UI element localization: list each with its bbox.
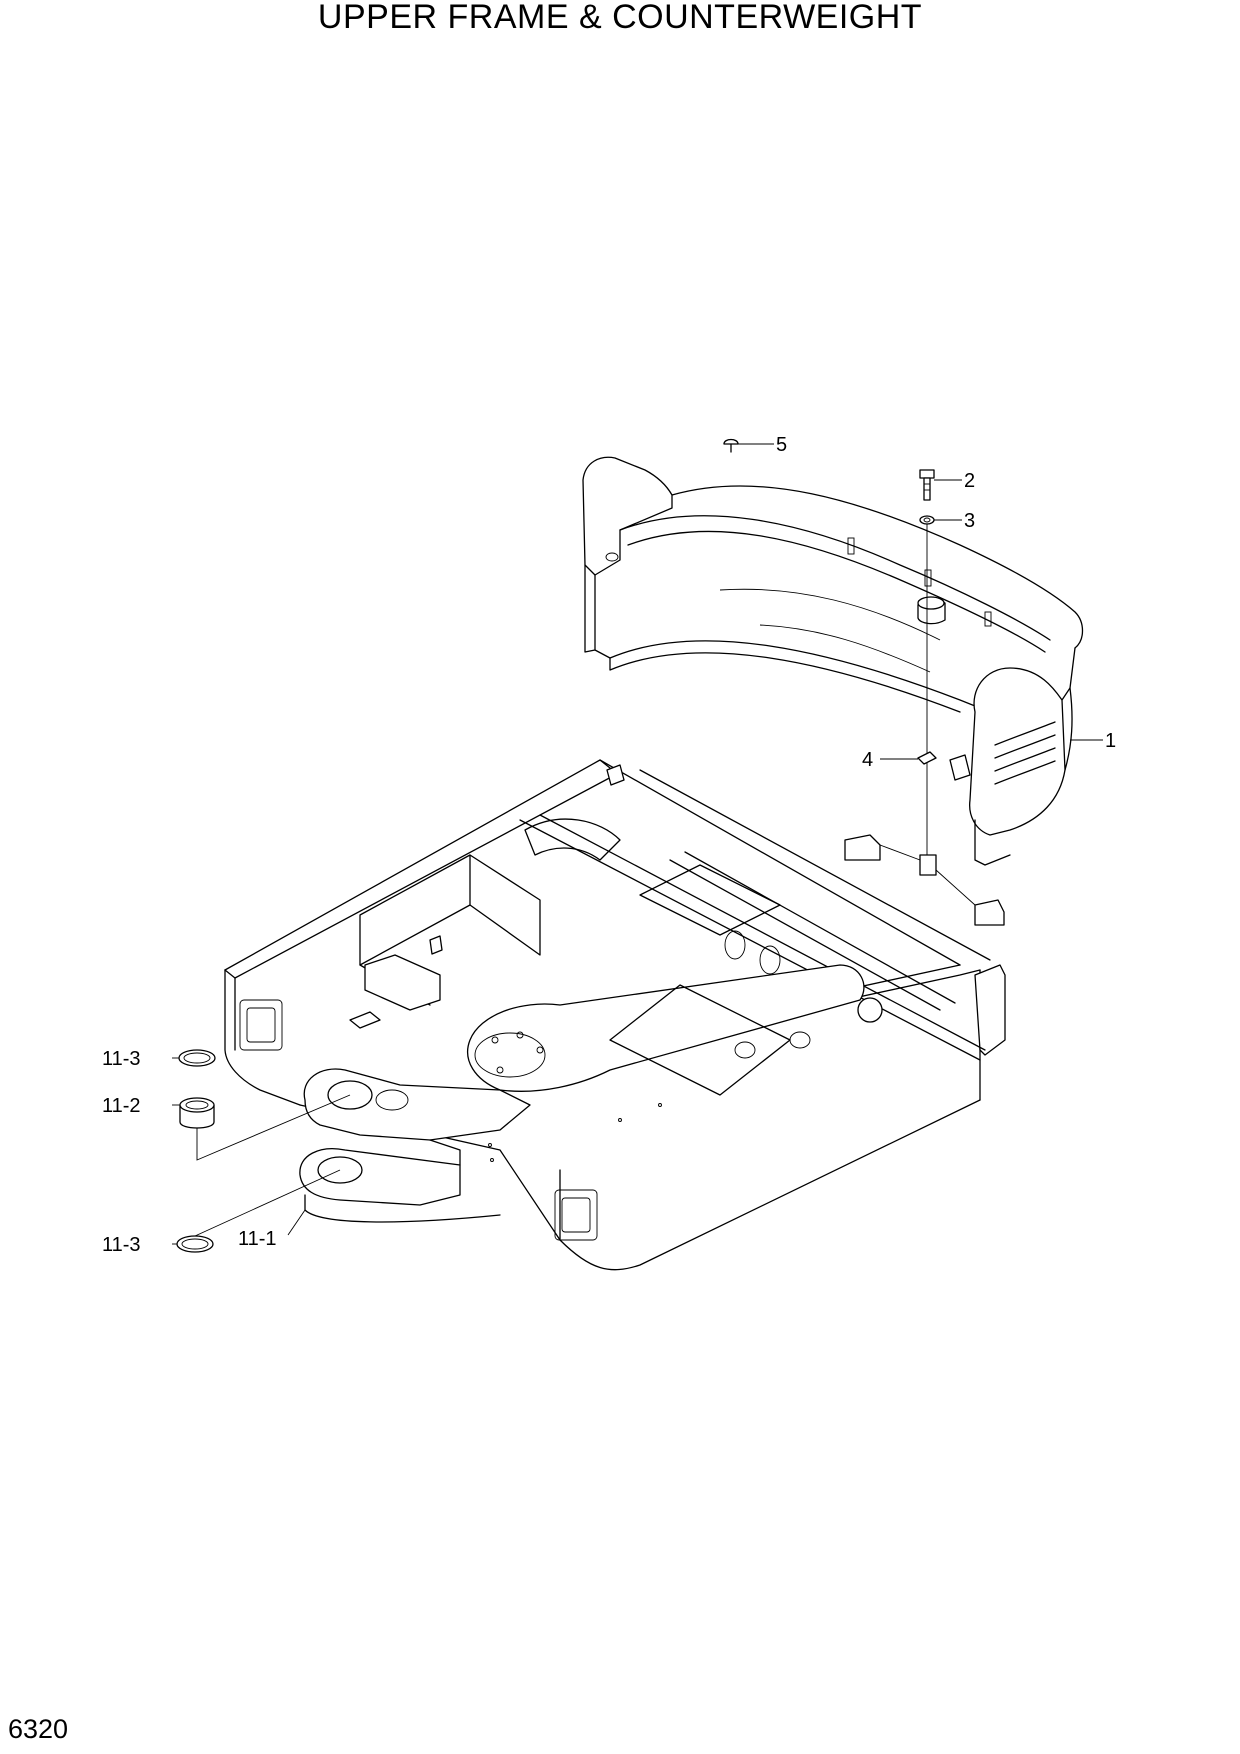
counterweight <box>582 456 1084 866</box>
callout-11-2: 11-2 <box>102 1095 141 1117</box>
callout-11-3-bottom: 11-3 <box>102 1234 141 1256</box>
page-title: UPPER FRAME & COUNTERWEIGHT <box>317 0 923 36</box>
callout-1: 1 <box>1105 730 1116 752</box>
leader-lines <box>172 443 1103 1245</box>
callout-11-3-top: 11-3 <box>102 1048 141 1070</box>
page-number: 6320 <box>8 1714 69 1744</box>
callout-4: 4 <box>862 749 873 771</box>
callout-5: 5 <box>776 434 787 456</box>
hardware-stack <box>723 438 1005 926</box>
upper-frame <box>224 759 1006 1271</box>
callout-3: 3 <box>964 510 975 532</box>
callout-2: 2 <box>964 470 975 492</box>
callout-11-1: 11-1 <box>238 1228 277 1250</box>
bushings <box>176 1049 216 1253</box>
